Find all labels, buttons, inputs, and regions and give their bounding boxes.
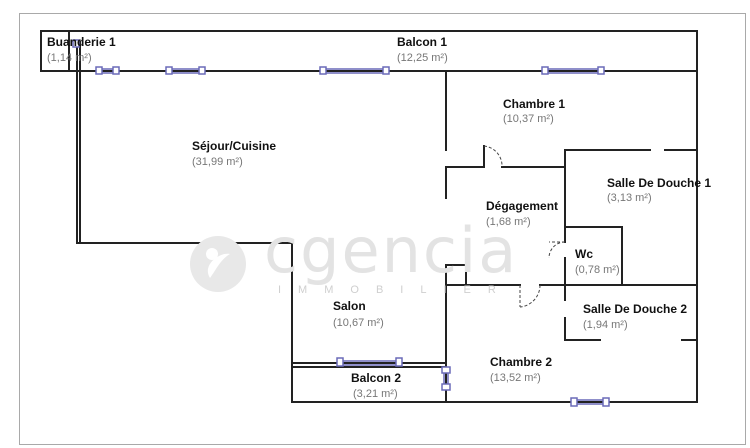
room-area-buanderie-1: (1,14 m²): [47, 52, 92, 64]
room-area-balcon-2: (3,21 m²): [353, 388, 398, 400]
room-name-sejour-cuisine: Séjour/Cuisine: [192, 139, 277, 153]
room-area-salon: (10,67 m²): [333, 317, 384, 329]
room-name-degagement: Dégagement: [486, 199, 559, 213]
room-name-buanderie-1: Buanderie 1: [47, 35, 116, 49]
watermark-logo: cgencia: [188, 214, 548, 301]
windows: [72, 39, 610, 407]
watermark-brand: cgencia: [264, 214, 519, 287]
walls: [40, 30, 698, 403]
room-area-degagement: (1,68 m²): [486, 216, 531, 228]
room-name-balcon-1: Balcon 1: [397, 35, 448, 49]
watermark-icon: [190, 236, 246, 292]
room-name-chambre-2: Chambre 2: [490, 355, 553, 369]
floor-plan-frame: [19, 13, 746, 445]
room-name-balcon-2: Balcon 2: [351, 371, 402, 385]
room-area-balcon-1: (12,25 m²): [397, 52, 448, 64]
room-area-wc: (0,78 m²): [575, 264, 620, 276]
room-name-salle-de-douche-2: Salle De Douche 2: [583, 302, 688, 316]
door-swings: [483, 145, 566, 308]
room-area-chambre-2: (13,52 m²): [490, 372, 541, 384]
room-name-chambre-1: Chambre 1: [503, 97, 566, 111]
room-area-salle-de-douche-2: (1,94 m²): [583, 319, 628, 331]
room-name-salon: Salon: [333, 299, 366, 313]
room-name-salle-de-douche-1: Salle De Douche 1: [607, 176, 712, 190]
room-name-wc: Wc: [575, 247, 593, 261]
watermark-subtitle: IMMOBILIER: [278, 284, 513, 296]
room-area-sejour-cuisine: (31,99 m²): [192, 156, 243, 168]
room-area-chambre-1: (10,37 m²): [503, 113, 554, 125]
room-area-salle-de-douche-1: (3,13 m²): [607, 192, 652, 204]
